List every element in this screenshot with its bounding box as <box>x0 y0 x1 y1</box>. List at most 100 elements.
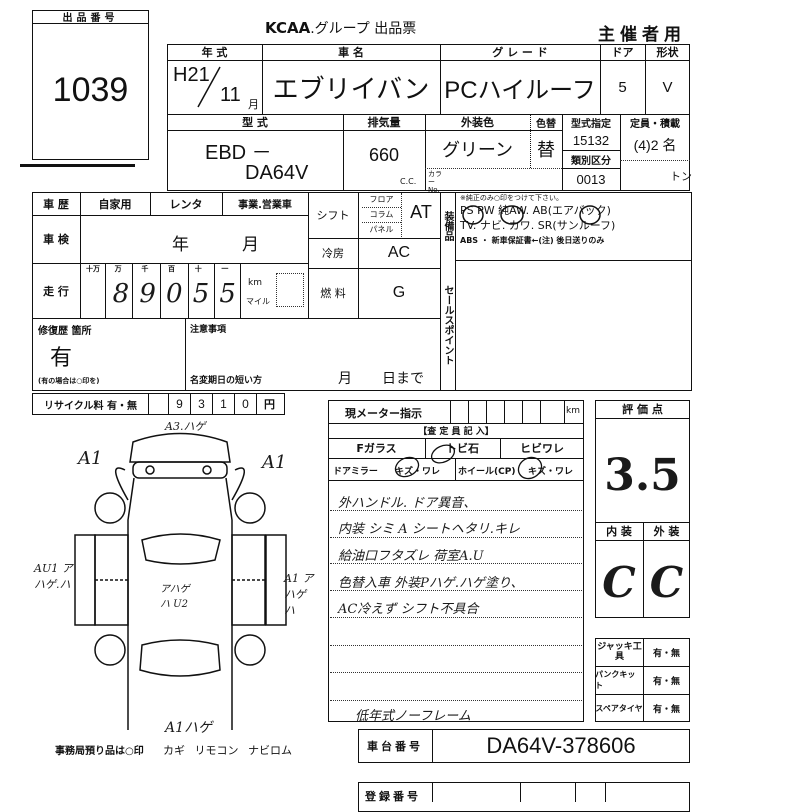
tool-label: ジャッキ工具 <box>597 642 642 662</box>
lot-number-box <box>32 10 149 160</box>
meter-label: 現メーター指示 <box>345 407 422 420</box>
damage-front: A3.ハゲ <box>165 420 206 433</box>
month-value: 11 <box>220 84 241 106</box>
color-no-label: カラーNo. <box>428 170 442 194</box>
recycle-digit <box>148 394 168 414</box>
name-change-month: 月 <box>338 371 352 387</box>
mirror-label: ドアミラー <box>333 467 378 477</box>
equipment-label: 装備品 <box>442 211 453 241</box>
digit-cell: 十万 <box>86 265 100 273</box>
inspector-header: 【査 定 員 記 入】 <box>418 427 494 437</box>
capacity-label: 定員・積載 <box>630 118 680 130</box>
note-line: 色替入車 外装Pハゲ.ハゲ塗り、 <box>338 576 524 591</box>
fuel-value: G <box>392 284 406 301</box>
held-items[interactable]: カギ リモコン ナビロム <box>163 744 292 757</box>
shift-column[interactable]: コラム <box>362 207 401 223</box>
shift-panel[interactable]: パネル <box>369 225 394 234</box>
tool-value[interactable]: 有・無 <box>652 676 680 687</box>
grade-value: PCハイルーフ <box>444 76 596 104</box>
equipment-line-3[interactable]: ABS ・ 新車保証書←(注) 後日送りのみ <box>460 236 605 245</box>
mileage-label: 走 行 <box>43 284 69 298</box>
wheel-options[interactable]: キズ・ワレ <box>528 467 574 477</box>
class-code: 0013 <box>576 171 606 187</box>
history-rental[interactable]: レンタ <box>169 197 203 211</box>
damage-front-right: A1 <box>262 452 287 473</box>
equipment-list: ※純正のみ○印をつけて下さい。 PS PW 純AW. AB(エアバック) TV.… <box>460 194 615 248</box>
exterior-grade: C <box>649 558 684 607</box>
interior-label: 内 装 <box>606 525 632 538</box>
lot-number: 1039 <box>52 70 129 109</box>
grade-col-label: グ レ ー ド <box>492 46 548 59</box>
history-private[interactable]: 自家用 <box>98 197 132 211</box>
name-label: 車 名 <box>338 46 364 59</box>
history-business[interactable]: 事業.営業車 <box>238 200 292 211</box>
mirror-options[interactable]: キズ・ワレ <box>395 467 441 477</box>
repair-label: 修復歴 箇所 <box>38 326 92 337</box>
name-change-label: 名変期日の短い方 <box>190 376 263 386</box>
equipment-line-2[interactable]: TV. ナビ. カワ. SR(サンルーフ) <box>460 219 616 232</box>
slash-divider <box>197 66 221 108</box>
tool-value[interactable]: 有・無 <box>652 648 680 659</box>
color-change-value: 替 <box>537 140 555 160</box>
note-line: 外ハンドル. ドア異音、 <box>338 496 477 511</box>
damage-rear: A1ハゲ <box>165 720 213 736</box>
inspection-year-unit: 年 <box>172 235 189 255</box>
history-label: 車 歴 <box>43 197 69 211</box>
recycle-digit: 3 <box>190 394 212 414</box>
note-line: 低年式ノーフレーム <box>355 709 471 724</box>
model-value: DA64V <box>245 162 309 184</box>
cc-unit: C.C. <box>400 177 417 186</box>
repair-value: 有 <box>50 346 73 371</box>
inspector-notes <box>328 400 584 722</box>
type-designation-value: 15132 <box>572 132 610 148</box>
ac-label: 冷房 <box>322 247 344 260</box>
inspection-month-unit: 月 <box>242 235 259 255</box>
tool-label: スペアタイヤ <box>595 703 643 713</box>
held-items-note: 事務局預り品は○印 <box>55 746 144 757</box>
equipment-circles <box>462 205 601 225</box>
capacity-value: (4)2 名 <box>633 137 677 153</box>
displacement-value: 660 <box>368 144 400 165</box>
car-name: エブリイバン <box>272 73 430 104</box>
type-designation-label: 型式指定 <box>571 118 611 130</box>
tools-box <box>595 638 690 722</box>
damage-left-side: AU1 アハゲ.ハ <box>34 562 73 591</box>
recycle-digit: 1 <box>212 394 234 414</box>
month-unit: 月 <box>248 98 259 111</box>
note-line: 給油口フタズレ 荷室A.U <box>338 549 484 564</box>
chassis-label: 車台番号 <box>367 740 423 753</box>
door-label: ドア <box>611 46 634 59</box>
lot-label: 出品番号 <box>62 13 119 24</box>
equipment-note: ※純正のみ○印をつけて下さい。 <box>460 194 563 202</box>
km-unit: km <box>248 278 262 288</box>
exterior-label: 外 装 <box>653 525 680 538</box>
wheel-label: ホイール(CP) <box>458 467 516 477</box>
shape-label: 形状 <box>656 46 679 59</box>
meter-unit: km <box>566 406 580 416</box>
sales-point-label: セールスポイント <box>442 284 453 365</box>
color-value: グリーン <box>441 140 514 160</box>
car-diagram <box>74 432 287 730</box>
color-change-label: 色替 <box>536 118 556 130</box>
shape-value: V <box>662 78 673 96</box>
doors-value: 5 <box>618 78 627 96</box>
unit-checkbox[interactable] <box>276 273 304 307</box>
shift-floor[interactable]: フロア <box>369 195 394 204</box>
color-label: 外装色 <box>461 116 494 129</box>
glass-label: Fガラス <box>356 442 397 455</box>
brand-logo: KCAA <box>265 19 311 37</box>
fuel-label: 燃 料 <box>320 287 346 300</box>
grade-score: 3.5 <box>604 449 681 501</box>
model-prefix: EBD － <box>205 142 272 164</box>
glass-crack[interactable]: ヒビワレ <box>520 442 564 455</box>
note-line: AC冷えず シフト不具合 <box>338 602 479 617</box>
equipment-line-1[interactable]: PS PW 純AW. AB(エアバック) <box>460 204 611 217</box>
tool-value[interactable]: 有・無 <box>652 704 680 715</box>
load-unit: トン <box>670 170 692 183</box>
recycle-row: リサイクル料 有・無 9 3 1 0 円 <box>32 393 285 415</box>
year-value: H21 <box>173 64 210 86</box>
